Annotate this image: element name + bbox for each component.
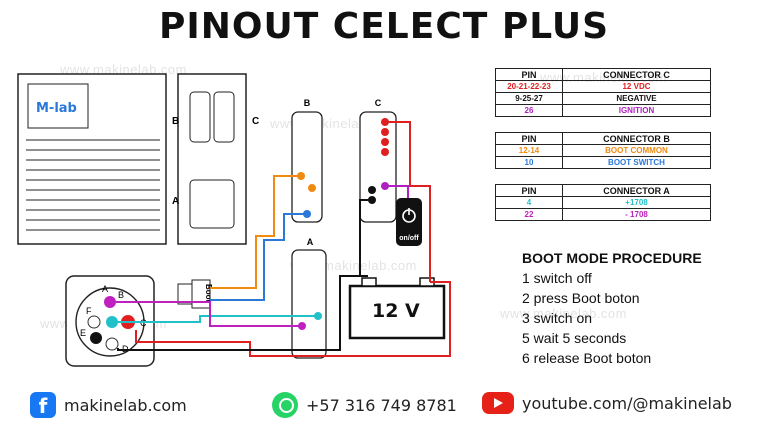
table-cell-desc: BOOT COMMON (562, 144, 711, 157)
table-cell-pin: 20-21-22-23 (495, 80, 563, 93)
connector-a-label: A (307, 237, 314, 247)
facebook-link[interactable]: makinelab.com (64, 395, 187, 415)
table-cell-pin: 10 (495, 156, 563, 169)
page-title: PINOUT CELECT PLUS (158, 6, 610, 47)
battery-voltage: 12 V (372, 300, 420, 322)
wire-ignition (385, 185, 409, 198)
connector-a: A (291, 237, 327, 359)
table-header-name: CONNECTOR B (562, 132, 711, 145)
diag-label-e: E (80, 328, 86, 338)
battery (348, 277, 446, 340)
ecu-label-c: C (252, 116, 259, 127)
wire-battery-red (135, 281, 451, 357)
table-header-name: CONNECTOR A (562, 184, 711, 197)
procedure-step: 6 release Boot boton (522, 350, 652, 366)
table-cell-desc: +1708 (562, 196, 711, 209)
connector-c: C (359, 98, 397, 223)
connector-c-label: C (375, 98, 382, 108)
switch-label: on/off (399, 235, 419, 242)
ecu-label-a: A (172, 196, 179, 207)
footer-facebook[interactable]: f makinelab.com (30, 392, 187, 418)
wire-ground (117, 275, 368, 351)
wires (116, 121, 451, 357)
ecu-label-b: B (172, 116, 179, 127)
table-header-name: CONNECTOR C (562, 68, 711, 81)
pin-b-orange (308, 184, 316, 192)
table-header-pin: PIN (495, 68, 563, 81)
wire-1708-plus (118, 315, 318, 323)
facebook-icon: f (30, 392, 56, 418)
footer-youtube[interactable]: youtube.com/@makinelab (482, 392, 732, 414)
whatsapp-number[interactable]: +57 316 749 8781 (306, 395, 457, 415)
diagnostic-connector: B C D E F A (65, 275, 155, 367)
connector-b-label: B (304, 98, 311, 108)
wire-boot-switch (210, 213, 307, 301)
whatsapp-icon (272, 392, 298, 418)
youtube-link[interactable]: youtube.com/@makinelab (522, 393, 732, 413)
table-cell-desc: BOOT SWITCH (562, 156, 711, 169)
procedure-step: 3 switch on (522, 310, 593, 326)
diag-label-b: B (118, 290, 124, 300)
ecu-logo: M-lab (36, 101, 77, 116)
table-cell-pin: 9-25-27 (495, 92, 563, 105)
watermark: www.makinelab.com (500, 306, 627, 321)
connector-b: B (291, 98, 323, 223)
diag-label-a: A (102, 284, 108, 294)
procedure-title: BOOT MODE PROCEDURE (522, 250, 702, 266)
table-cell-pin: 4 (495, 196, 563, 209)
table-cell-desc: 12 VDC (562, 80, 711, 93)
table-header-pin: PIN (495, 132, 563, 145)
boot-label: Boot (204, 284, 213, 303)
youtube-icon (482, 392, 514, 414)
table-cell-pin: 12-14 (495, 144, 563, 157)
boot-button: Boot (177, 279, 213, 309)
wire-1708-minus (116, 301, 302, 327)
procedure-step: 2 press Boot boton (522, 290, 640, 306)
boot-procedure: BOOT MODE PROCEDURE 1 switch off 2 press… (522, 248, 702, 368)
power-switch: on/off (396, 198, 422, 246)
table-cell-desc: - 1708 (562, 208, 711, 221)
ecu-unit: M-lab B C A (17, 73, 259, 245)
table-cell-desc: IGNITION (562, 104, 711, 117)
table-cell-pin: 26 (495, 104, 563, 117)
footer-whatsapp[interactable]: +57 316 749 8781 (272, 392, 457, 418)
procedure-step: 1 switch off (522, 270, 592, 286)
table-cell-pin: 22 (495, 208, 563, 221)
table-header-pin: PIN (495, 184, 563, 197)
wire-12vdc (385, 121, 431, 282)
procedure-step: 5 wait 5 seconds (522, 330, 627, 346)
table-cell-desc: NEGATIVE (562, 92, 711, 105)
diag-label-f: F (86, 306, 92, 316)
wire-boot-common (210, 175, 301, 289)
